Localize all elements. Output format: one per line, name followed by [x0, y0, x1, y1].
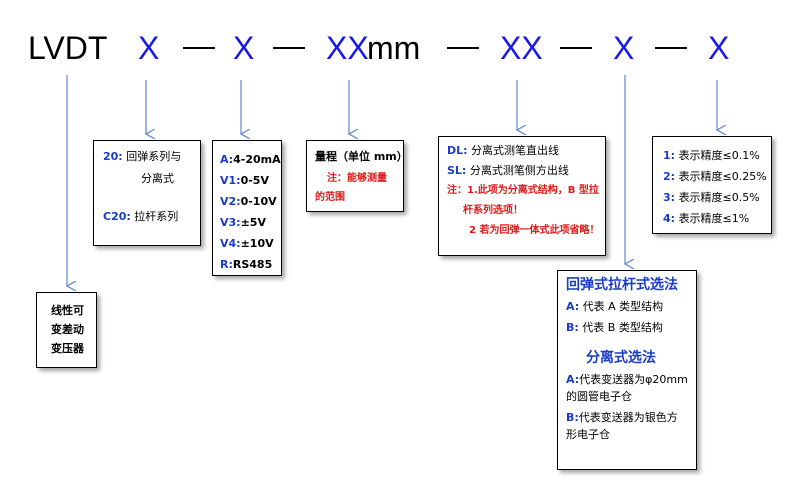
code-x-structure: X	[138, 30, 160, 66]
type-line: 变差动	[51, 323, 84, 336]
model-prefix: LVDT	[28, 30, 108, 66]
cable-note: 注：1.此项为分离式结构，B 型拉	[447, 185, 599, 196]
code-dash	[447, 47, 479, 49]
code-dash	[183, 47, 215, 49]
code-x-construction: X	[613, 30, 635, 66]
cable-item-dl: DL: 分离式测笔直出线	[447, 144, 560, 157]
structure-item: C20: 拉杆系列	[103, 210, 179, 223]
accuracy-item: 1: 表示精度≤0.1%	[663, 149, 760, 162]
range-note: 注：能够测量	[327, 173, 387, 184]
code-dash	[655, 47, 687, 49]
range-title: 量程（单位 mm）	[315, 150, 408, 163]
code-xx-cable: XX	[500, 30, 543, 66]
output-item: V3:±5V	[220, 216, 266, 229]
output-item: R:RS485	[220, 258, 273, 271]
accuracy-item: 4: 表示精度≤1%	[663, 212, 750, 225]
construction-item-cont: 形电子仓	[566, 428, 610, 441]
cable-note: 杆系列选项！	[463, 205, 523, 216]
construction-item: A:代表变送器为φ20mm	[566, 373, 688, 386]
output-box: A:4-20mA V1:0-5V V2:0-10V V3:±5V V4:±10V…	[212, 140, 282, 276]
structure-item-cont: 分离式	[141, 172, 174, 185]
cable-item-sl: SL: 分离式测笔侧方出线	[447, 164, 569, 177]
code-unit-mm: mm	[367, 30, 421, 66]
accuracy-box: 1: 表示精度≤0.1% 2: 表示精度≤0.25% 3: 表示精度≤0.5% …	[652, 136, 772, 234]
range-note: 的范围	[315, 192, 345, 203]
accuracy-item: 2: 表示精度≤0.25%	[663, 170, 767, 183]
output-item: A:4-20mA	[220, 153, 281, 166]
construction-item: B:代表变送器为银色方	[566, 411, 678, 424]
type-line: 变压器	[51, 342, 84, 355]
structure-item: 20: 回弹系列与	[103, 150, 182, 163]
structure-box: 20: 回弹系列与 分离式 C20: 拉杆系列	[93, 140, 201, 246]
code-x-output: X	[233, 30, 255, 66]
construction-item: B: 代表 B 类型结构	[566, 321, 663, 334]
construction-item-cont: 的圆管电子仓	[566, 390, 632, 403]
cable-note: 2 若为回弹一体式此项省略！	[469, 225, 600, 236]
code-x-accuracy: X	[708, 30, 730, 66]
code-dash	[273, 47, 305, 49]
construction-title: 分离式选法	[586, 350, 656, 366]
type-line: 线性可	[51, 304, 84, 317]
code-xx-range: XX	[326, 30, 369, 66]
construction-item: A: 代表 A 类型结构	[566, 300, 664, 313]
cable-box: DL: 分离式测笔直出线 SL: 分离式测笔侧方出线 注：1.此项为分离式结构，…	[438, 136, 606, 256]
output-item: V1:0-5V	[220, 174, 269, 187]
construction-title: 回弹式拉杆式选法	[566, 277, 678, 293]
output-item: V2:0-10V	[220, 195, 277, 208]
type-box: 线性可 变差动 变压器	[36, 292, 97, 368]
range-box: 量程（单位 mm） 注：能够测量 的范围	[306, 140, 408, 212]
accuracy-item: 3: 表示精度≤0.5%	[663, 191, 760, 204]
construction-box: 回弹式拉杆式选法 A: 代表 A 类型结构 B: 代表 B 类型结构 分离式选法…	[557, 270, 697, 470]
code-dash	[560, 47, 592, 49]
output-item: V4:±10V	[220, 237, 274, 250]
